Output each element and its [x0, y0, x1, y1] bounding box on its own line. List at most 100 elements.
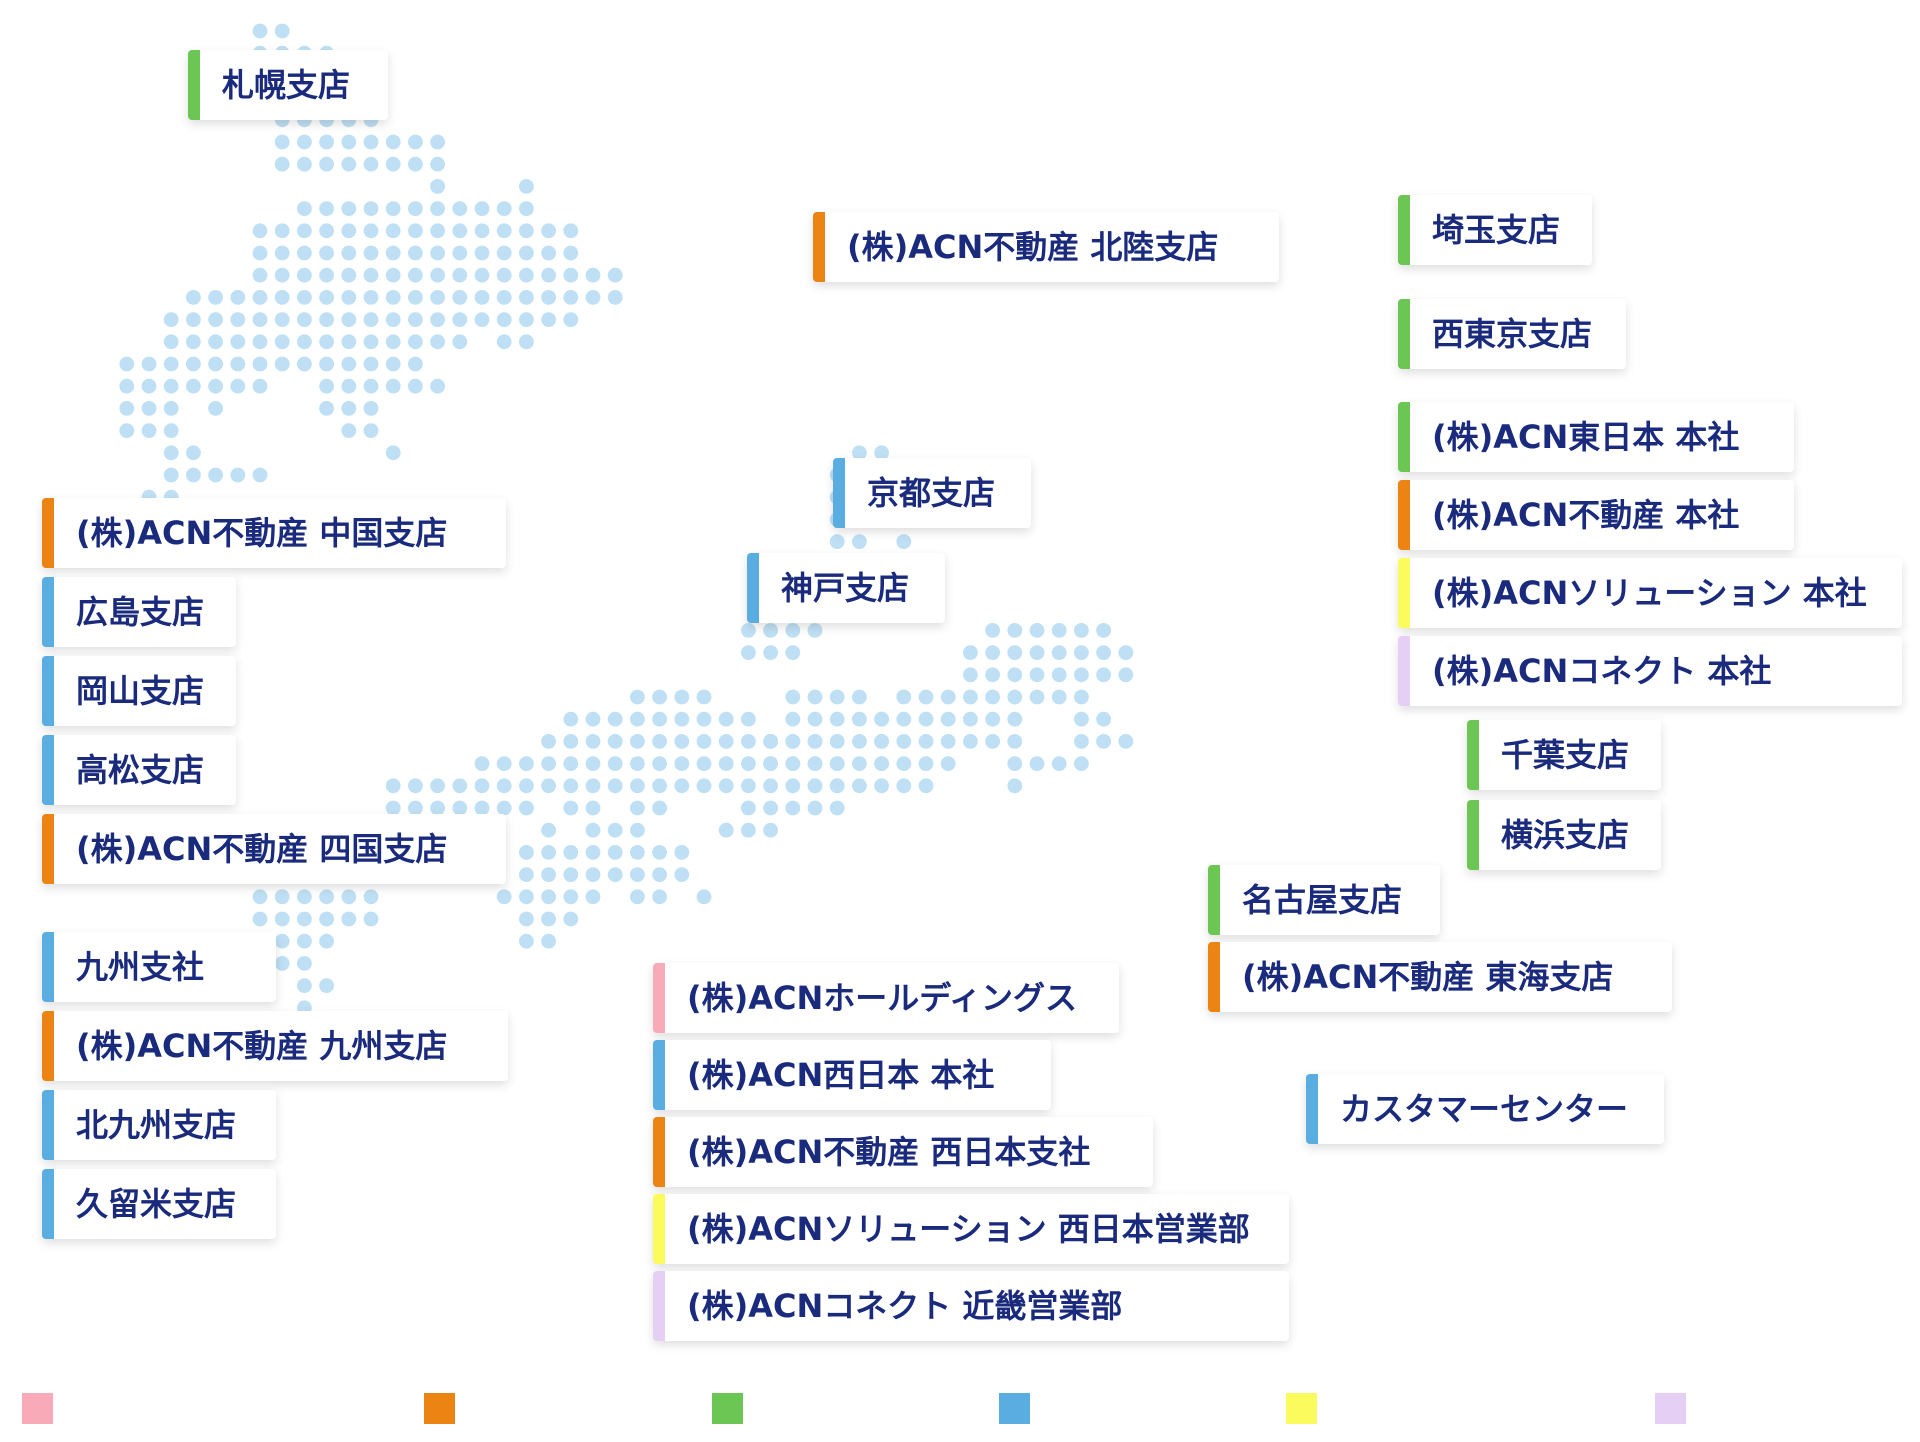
- map-dot: [1051, 689, 1067, 705]
- map-dot: [1096, 711, 1111, 727]
- label-solution-nishi-nihon[interactable]: (株)ACNソリューション 西日本営業部: [653, 1194, 1289, 1264]
- map-dot: [1074, 623, 1089, 638]
- map-dot: [541, 778, 556, 794]
- map-dot: [341, 378, 357, 394]
- label-fudosan-nishi-nihon[interactable]: (株)ACN不動産 西日本支社: [653, 1117, 1153, 1187]
- label-connect-honsha[interactable]: (株)ACNコネクト 本社: [1398, 636, 1902, 706]
- label-kita-kyushu[interactable]: 北九州支店: [42, 1090, 276, 1160]
- map-dot: [985, 645, 1000, 660]
- map-dot: [430, 134, 445, 150]
- map-dot: [652, 845, 667, 860]
- map-dot: [452, 778, 468, 794]
- map-dot: [1074, 689, 1089, 705]
- label-kobe[interactable]: 神戸支店: [747, 553, 945, 623]
- label-kyoto[interactable]: 京都支店: [833, 458, 1031, 528]
- map-dot: [940, 689, 956, 705]
- map-dot: [585, 845, 601, 860]
- map-dot: [408, 356, 423, 372]
- map-dot: [408, 201, 423, 217]
- map-dot: [274, 911, 290, 927]
- map-dot: [341, 401, 357, 416]
- map-dot: [297, 978, 312, 993]
- map-dot: [541, 756, 556, 771]
- map-dot: [519, 889, 534, 905]
- map-dot: [474, 800, 490, 816]
- label-fudosan-kyushu[interactable]: (株)ACN不動産 九州支店: [42, 1011, 508, 1081]
- map-dot: [896, 756, 912, 771]
- map-dot: [430, 378, 445, 394]
- label-sapporo[interactable]: 札幌支店: [188, 50, 388, 120]
- map-dot: [319, 911, 334, 927]
- map-dot: [430, 245, 445, 261]
- map-dot: [408, 290, 423, 305]
- label-hiroshima[interactable]: 広島支店: [42, 577, 236, 647]
- label-nishi-tokyo[interactable]: 西東京支店: [1398, 299, 1626, 369]
- map-dot: [519, 290, 534, 305]
- map-dot: [163, 423, 179, 438]
- map-dot: [807, 623, 823, 638]
- map-dot: [630, 889, 645, 905]
- map-dot: [252, 889, 268, 905]
- map-dot: [141, 378, 157, 394]
- map-dot: [186, 312, 201, 327]
- label-customer-center[interactable]: カスタマーセンター: [1306, 1074, 1664, 1144]
- label-fudosan-honsha[interactable]: (株)ACN不動産 本社: [1398, 480, 1794, 550]
- label-holdings[interactable]: (株)ACNホールディングス: [653, 963, 1119, 1033]
- map-dot: [541, 223, 556, 239]
- map-dot: [985, 689, 1000, 705]
- label-kurume[interactable]: 久留米支店: [42, 1169, 276, 1239]
- label-kyushu-shisha[interactable]: 九州支社: [42, 932, 276, 1002]
- map-dot: [474, 201, 490, 217]
- map-dot: [208, 290, 224, 305]
- map-dot: [541, 933, 556, 949]
- map-dot: [763, 645, 778, 660]
- map-dot: [208, 334, 224, 350]
- map-dot: [474, 756, 490, 771]
- map-dot: [874, 445, 889, 461]
- map-dot: [607, 734, 623, 749]
- label-nagoya[interactable]: 名古屋支店: [1208, 865, 1440, 935]
- map-dot: [607, 778, 623, 794]
- map-dot: [541, 245, 556, 261]
- map-dot: [763, 623, 778, 638]
- label-connect-kinki[interactable]: (株)ACNコネクト 近畿営業部: [653, 1271, 1289, 1341]
- map-dot: [541, 845, 556, 860]
- map-dot: [297, 156, 312, 172]
- map-dot: [829, 734, 845, 749]
- label-yokohama[interactable]: 横浜支店: [1467, 800, 1661, 870]
- label-fudosan-tokai[interactable]: (株)ACN不動産 東海支店: [1208, 942, 1672, 1012]
- map-dot: [341, 201, 357, 217]
- map-dot: [1096, 623, 1111, 638]
- map-dot: [607, 290, 623, 305]
- label-okayama[interactable]: 岡山支店: [42, 656, 236, 726]
- map-dot: [363, 290, 379, 305]
- label-takamatsu[interactable]: 高松支店: [42, 735, 236, 805]
- map-dot: [563, 911, 579, 927]
- label-fudosan-hokuriku[interactable]: (株)ACN不動産 北陸支店: [813, 212, 1279, 282]
- map-dot: [829, 778, 845, 794]
- map-dot: [1096, 645, 1111, 660]
- map-dot: [519, 334, 534, 350]
- map-dot: [252, 23, 268, 39]
- map-dot: [763, 734, 778, 749]
- map-dot: [496, 800, 512, 816]
- map-dot: [585, 889, 601, 905]
- map-dot: [163, 445, 179, 461]
- map-dot: [1051, 623, 1067, 638]
- label-solution-honsha[interactable]: (株)ACNソリューション 本社: [1398, 558, 1902, 628]
- label-higashi-nihon-honsha[interactable]: (株)ACN東日本 本社: [1398, 402, 1794, 472]
- map-dot: [430, 156, 445, 172]
- label-fudosan-shikoku[interactable]: (株)ACN不動産 四国支店: [42, 814, 506, 884]
- label-chiba[interactable]: 千葉支店: [1467, 720, 1661, 790]
- label-saitama[interactable]: 埼玉支店: [1398, 195, 1592, 265]
- map-dot: [452, 201, 468, 217]
- map-dot: [519, 179, 534, 194]
- map-dot: [785, 645, 801, 660]
- label-fudosan-chugoku[interactable]: (株)ACN不動産 中国支店: [42, 498, 506, 568]
- map-dot: [696, 889, 712, 905]
- label-nishi-nihon-honsha[interactable]: (株)ACN西日本 本社: [653, 1040, 1051, 1110]
- map-dot: [385, 134, 401, 150]
- map-dot: [918, 711, 934, 727]
- map-dot: [319, 201, 334, 217]
- map-dot: [940, 734, 956, 749]
